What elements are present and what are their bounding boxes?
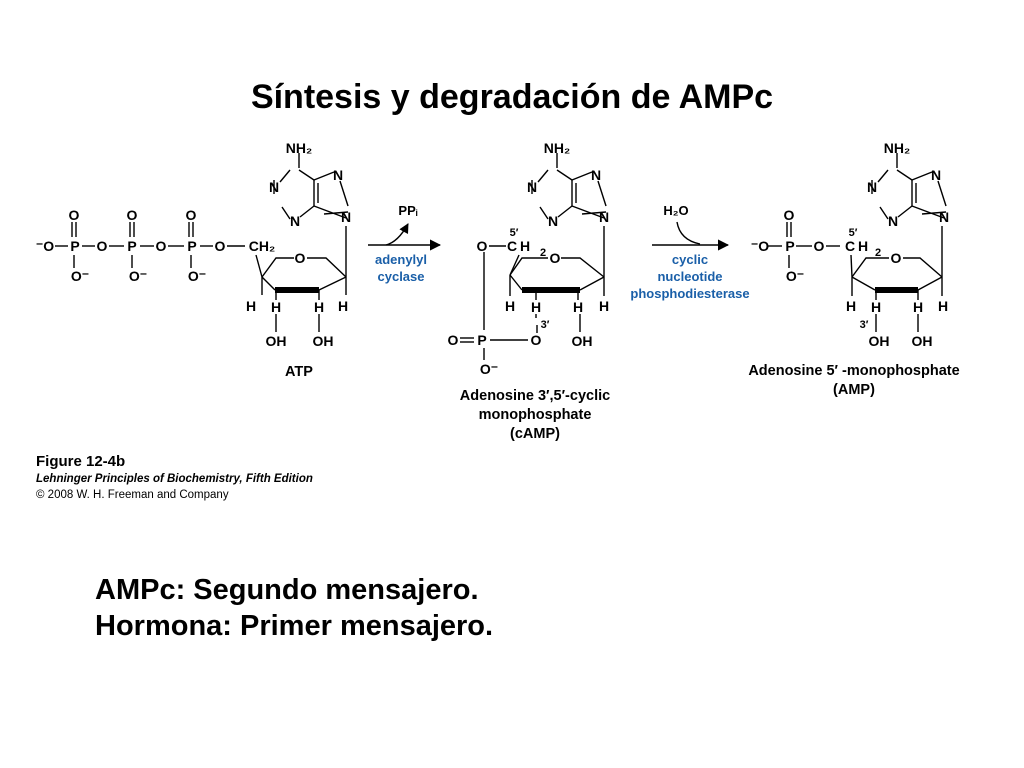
atom-o-minus: ⁻O xyxy=(36,238,54,254)
atom-h: H xyxy=(913,299,923,315)
atom-o: O xyxy=(814,238,825,254)
atom-o: O xyxy=(531,332,542,348)
enzyme-adenylyl-cyclase-line2: cyclase xyxy=(378,269,425,284)
note-line-1: AMPc: Segundo mensajero. xyxy=(95,574,479,606)
enzyme-pde-line2: nucleotide xyxy=(657,269,722,284)
note-line-2: Hormona: Primer mensajero. xyxy=(95,610,494,642)
atom-c: C xyxy=(507,238,517,254)
reaction-diagram: ⁻O P O O⁻ O P O O⁻ O P O O⁻ O CH₂ O H H … xyxy=(36,140,960,442)
reaction-arrow-1: PPᵢ adenylyl cyclase xyxy=(368,203,442,284)
atom-n: N xyxy=(931,167,941,183)
position-3-prime: 3′ xyxy=(541,319,550,331)
atom-nh2: NH₂ xyxy=(544,140,570,156)
atom-p: P xyxy=(127,238,136,254)
camp-molecule: O C H 2 5′ O H H H H 3′ O P O O⁻ OH NH₂ … xyxy=(448,140,611,442)
atom-h: H xyxy=(938,298,948,314)
amp-label-line1: Adenosine 5′ -monophosphate xyxy=(748,363,959,379)
figure-copyright: © 2008 W. H. Freeman and Company xyxy=(36,489,229,501)
atom-n: N xyxy=(341,209,351,225)
camp-label-line1: Adenosine 3′,5′-cyclic xyxy=(460,388,610,404)
atom-h: H xyxy=(871,299,881,315)
atom-subscript: 2 xyxy=(540,247,546,259)
enzyme-pde-line3: phosphodiesterase xyxy=(630,286,749,301)
atom-ch2: CH₂ xyxy=(249,238,275,254)
atom-o: O xyxy=(448,332,459,348)
amp-molecule: ⁻O P O O⁻ O C H 2 5′ O H H H H 3′ OH OH … xyxy=(748,140,959,398)
atom-h: H xyxy=(505,298,515,314)
atom-h: H xyxy=(520,238,530,254)
atom-oh: OH xyxy=(869,333,890,349)
atom-nh2: NH₂ xyxy=(884,140,910,156)
atom-n: N xyxy=(599,209,609,225)
atom-o: O xyxy=(186,207,197,223)
atom-h: H xyxy=(573,299,583,315)
atom-h: H xyxy=(271,299,281,315)
atom-o: O xyxy=(784,207,795,223)
atom-n: N xyxy=(591,167,601,183)
atom-p: P xyxy=(477,332,486,348)
atom-o: O xyxy=(97,238,108,254)
slide-notes: AMPc: Segundo mensajero. Hormona: Primer… xyxy=(95,572,493,644)
atom-p: P xyxy=(187,238,196,254)
atom-nh2: NH₂ xyxy=(286,140,312,156)
atom-p: P xyxy=(785,238,794,254)
figure-source-book: Lehninger Principles of Biochemistry, Fi… xyxy=(36,473,313,485)
atom-h: H xyxy=(599,298,609,314)
camp-label-line3: (cAMP) xyxy=(510,426,560,442)
enzyme-adenylyl-cyclase-line1: adenylyl xyxy=(375,252,427,267)
atom-c: C xyxy=(845,238,855,254)
figure-caption: Figure 12-4b Lehninger Principles of Bio… xyxy=(36,452,313,503)
figure-number: Figure 12-4b xyxy=(36,453,126,470)
byproduct-ppi: PPᵢ xyxy=(398,203,417,218)
atom-oh: OH xyxy=(313,333,334,349)
atom-n: N xyxy=(290,213,300,229)
atom-h: H xyxy=(858,238,868,254)
camp-label-line2: monophosphate xyxy=(479,407,592,423)
atom-n: N xyxy=(867,179,877,195)
atom-n: N xyxy=(548,213,558,229)
position-5-prime: 5′ xyxy=(849,227,858,239)
atom-n: N xyxy=(333,167,343,183)
amp-label-line2: (AMP) xyxy=(833,382,875,398)
atom-oh: OH xyxy=(572,333,593,349)
atom-h: H xyxy=(338,298,348,314)
atom-o: O xyxy=(215,238,226,254)
atom-o: O xyxy=(550,250,561,266)
atom-n: N xyxy=(939,209,949,225)
atp-label: ATP xyxy=(285,364,313,380)
position-5-prime: 5′ xyxy=(510,227,519,239)
atom-oh: OH xyxy=(912,333,933,349)
atom-p: P xyxy=(70,238,79,254)
atom-h: H xyxy=(314,299,324,315)
slide-title: Síntesis y degradación de AMPc xyxy=(250,78,774,116)
enzyme-pde-line1: cyclic xyxy=(672,252,708,267)
atom-o-minus: O⁻ xyxy=(786,268,804,284)
atom-h: H xyxy=(246,298,256,314)
position-3-prime: 3′ xyxy=(860,319,869,331)
reagent-h2o: H₂O xyxy=(663,203,688,218)
atom-h: H xyxy=(531,299,541,315)
atom-n: N xyxy=(269,179,279,195)
atom-o: O xyxy=(477,238,488,254)
atom-o: O xyxy=(69,207,80,223)
atom-o-minus: O⁻ xyxy=(188,268,206,284)
atom-oh: OH xyxy=(266,333,287,349)
atom-o: O xyxy=(891,250,902,266)
atom-subscript: 2 xyxy=(875,247,881,259)
atom-o-minus: ⁻O xyxy=(751,238,769,254)
reaction-arrow-2: H₂O cyclic nucleotide phosphodiesterase xyxy=(630,203,749,301)
atom-o: O xyxy=(295,250,306,266)
atom-o-minus: O⁻ xyxy=(71,268,89,284)
atom-n: N xyxy=(888,213,898,229)
atom-n: N xyxy=(527,179,537,195)
atom-o: O xyxy=(127,207,138,223)
atom-o-minus: O⁻ xyxy=(480,361,498,377)
atom-o: O xyxy=(156,238,167,254)
atp-molecule: ⁻O P O O⁻ O P O O⁻ O P O O⁻ O CH₂ O H H … xyxy=(36,140,351,380)
atom-o-minus: O⁻ xyxy=(129,268,147,284)
atom-h: H xyxy=(846,298,856,314)
